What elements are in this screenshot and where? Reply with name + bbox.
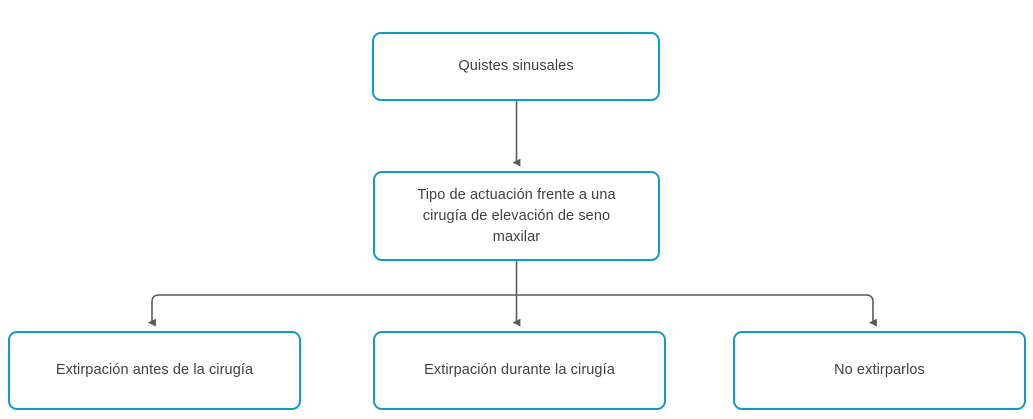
edge-decision-to-none [516,294,877,327]
node-tipo-de-actuacion[interactable]: Tipo de actuación frente a una cirugía d… [373,171,660,261]
node-none-label: No extirparlos [834,362,925,378]
node-root-label: Quistes sinusales [458,58,574,74]
node-during-label: Extirpación durante la cirugía [424,362,615,378]
node-decision-label: Tipo de actuación frente a una cirugía d… [417,186,616,245]
node-no-extirparlos[interactable]: No extirparlos [733,331,1026,410]
node-extirpacion-antes-de-la-cirugia[interactable]: Extirpación antes de la cirugía [8,331,301,410]
edge-decision-to-before [147,294,517,327]
node-quistes-sinusales[interactable]: Quistes sinusales [372,32,660,101]
node-before-label: Extirpación antes de la cirugía [55,362,254,378]
node-extirpacion-durante-la-cirugia[interactable]: Extirpación durante la cirugía [373,331,666,410]
